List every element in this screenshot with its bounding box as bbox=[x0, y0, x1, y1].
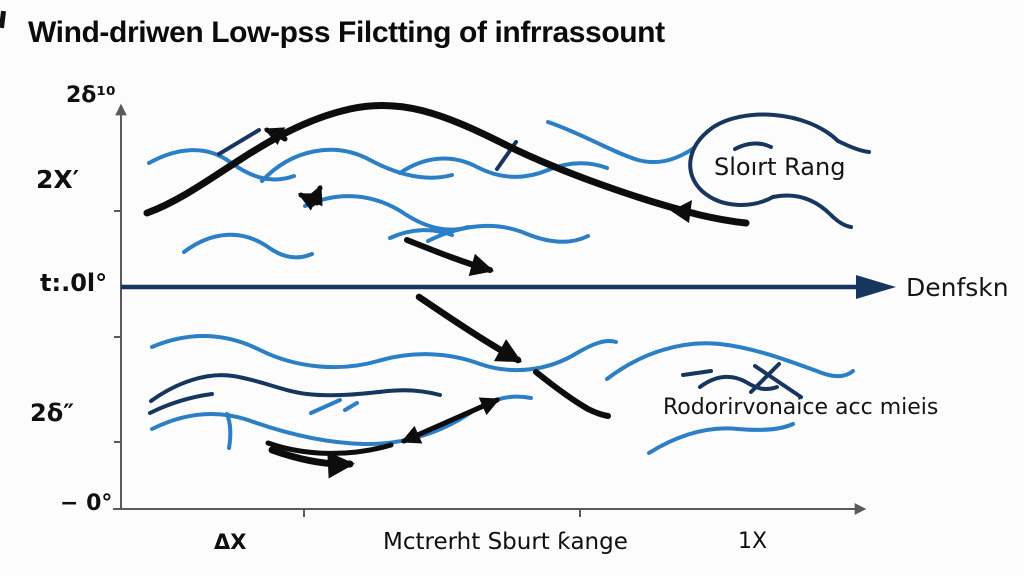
short-range-label: Sloırt Rang bbox=[714, 153, 846, 181]
y-axis-ticks bbox=[114, 210, 121, 443]
arrow-to-axis bbox=[404, 237, 495, 277]
y-axis-label-top: 2δ¹⁰ bbox=[66, 83, 116, 108]
wind-waves-navy bbox=[148, 112, 871, 415]
arrow-below-axis bbox=[415, 293, 522, 364]
y-axis-label-lower: 2δ″ bbox=[30, 399, 74, 427]
upper-wave bbox=[182, 232, 314, 260]
ink-curves bbox=[143, 101, 750, 479]
navy-x-mark bbox=[749, 362, 803, 399]
navy-stroke bbox=[217, 128, 261, 156]
y-axis-label-middle: t:.0l° bbox=[40, 269, 108, 297]
double-arrow-diagonal bbox=[400, 397, 500, 444]
wave-tick bbox=[225, 412, 233, 450]
upper-wave bbox=[398, 156, 609, 179]
short-range-bubble-tail-bottom bbox=[771, 193, 853, 229]
x-axis-label-right: 1X bbox=[738, 529, 768, 554]
navy-lower-ridge bbox=[148, 392, 214, 415]
y-axis-label-origin: − 0° bbox=[60, 491, 113, 516]
bell-curve bbox=[143, 101, 750, 227]
curve-tail bbox=[533, 369, 611, 419]
x-axis-label-center: Mctrerht Sburt ƙange bbox=[383, 529, 628, 555]
short-range-bubble bbox=[688, 112, 840, 207]
navy-squiggle bbox=[698, 374, 779, 392]
arrow-lower-right bbox=[268, 446, 355, 479]
navy-dash bbox=[681, 369, 713, 377]
x-axis-ticks bbox=[303, 509, 581, 517]
wind-waves-light bbox=[147, 120, 855, 455]
bell-curve-arrowhead bbox=[671, 200, 692, 223]
direction-axis-arrow bbox=[121, 275, 896, 299]
lower-wave bbox=[150, 394, 533, 447]
upper-wave bbox=[147, 148, 296, 182]
direction-axis-label: Denfskn bbox=[906, 273, 1009, 302]
lower-medium-label: Rodorirvonaice acc mieis bbox=[663, 395, 939, 420]
lower-right-wave bbox=[647, 422, 795, 455]
lower-right-wave bbox=[605, 341, 855, 381]
small-arrow-upleft bbox=[263, 127, 288, 146]
upper-wave bbox=[303, 194, 470, 232]
figure-title: Wind-driwen Low-pss Filctting of infrras… bbox=[28, 16, 665, 49]
bubble-inner-arc bbox=[733, 141, 773, 151]
plot-axes bbox=[113, 103, 867, 517]
direction-arrowhead bbox=[856, 275, 896, 299]
x-axis-label-left: ΔX bbox=[214, 530, 247, 554]
bent-double-arrow-up bbox=[304, 184, 323, 207]
short-range-bubble-tail-top bbox=[836, 139, 871, 154]
upper-wave bbox=[546, 120, 696, 165]
upper-wave bbox=[426, 224, 590, 244]
upper-wave bbox=[260, 147, 454, 183]
upper-wave bbox=[388, 228, 454, 240]
navy-lower-ridge bbox=[149, 373, 442, 403]
y-axis-label-upper: 2X′ bbox=[36, 165, 80, 194]
lower-wave bbox=[150, 334, 618, 373]
wave-dashes bbox=[309, 398, 359, 415]
